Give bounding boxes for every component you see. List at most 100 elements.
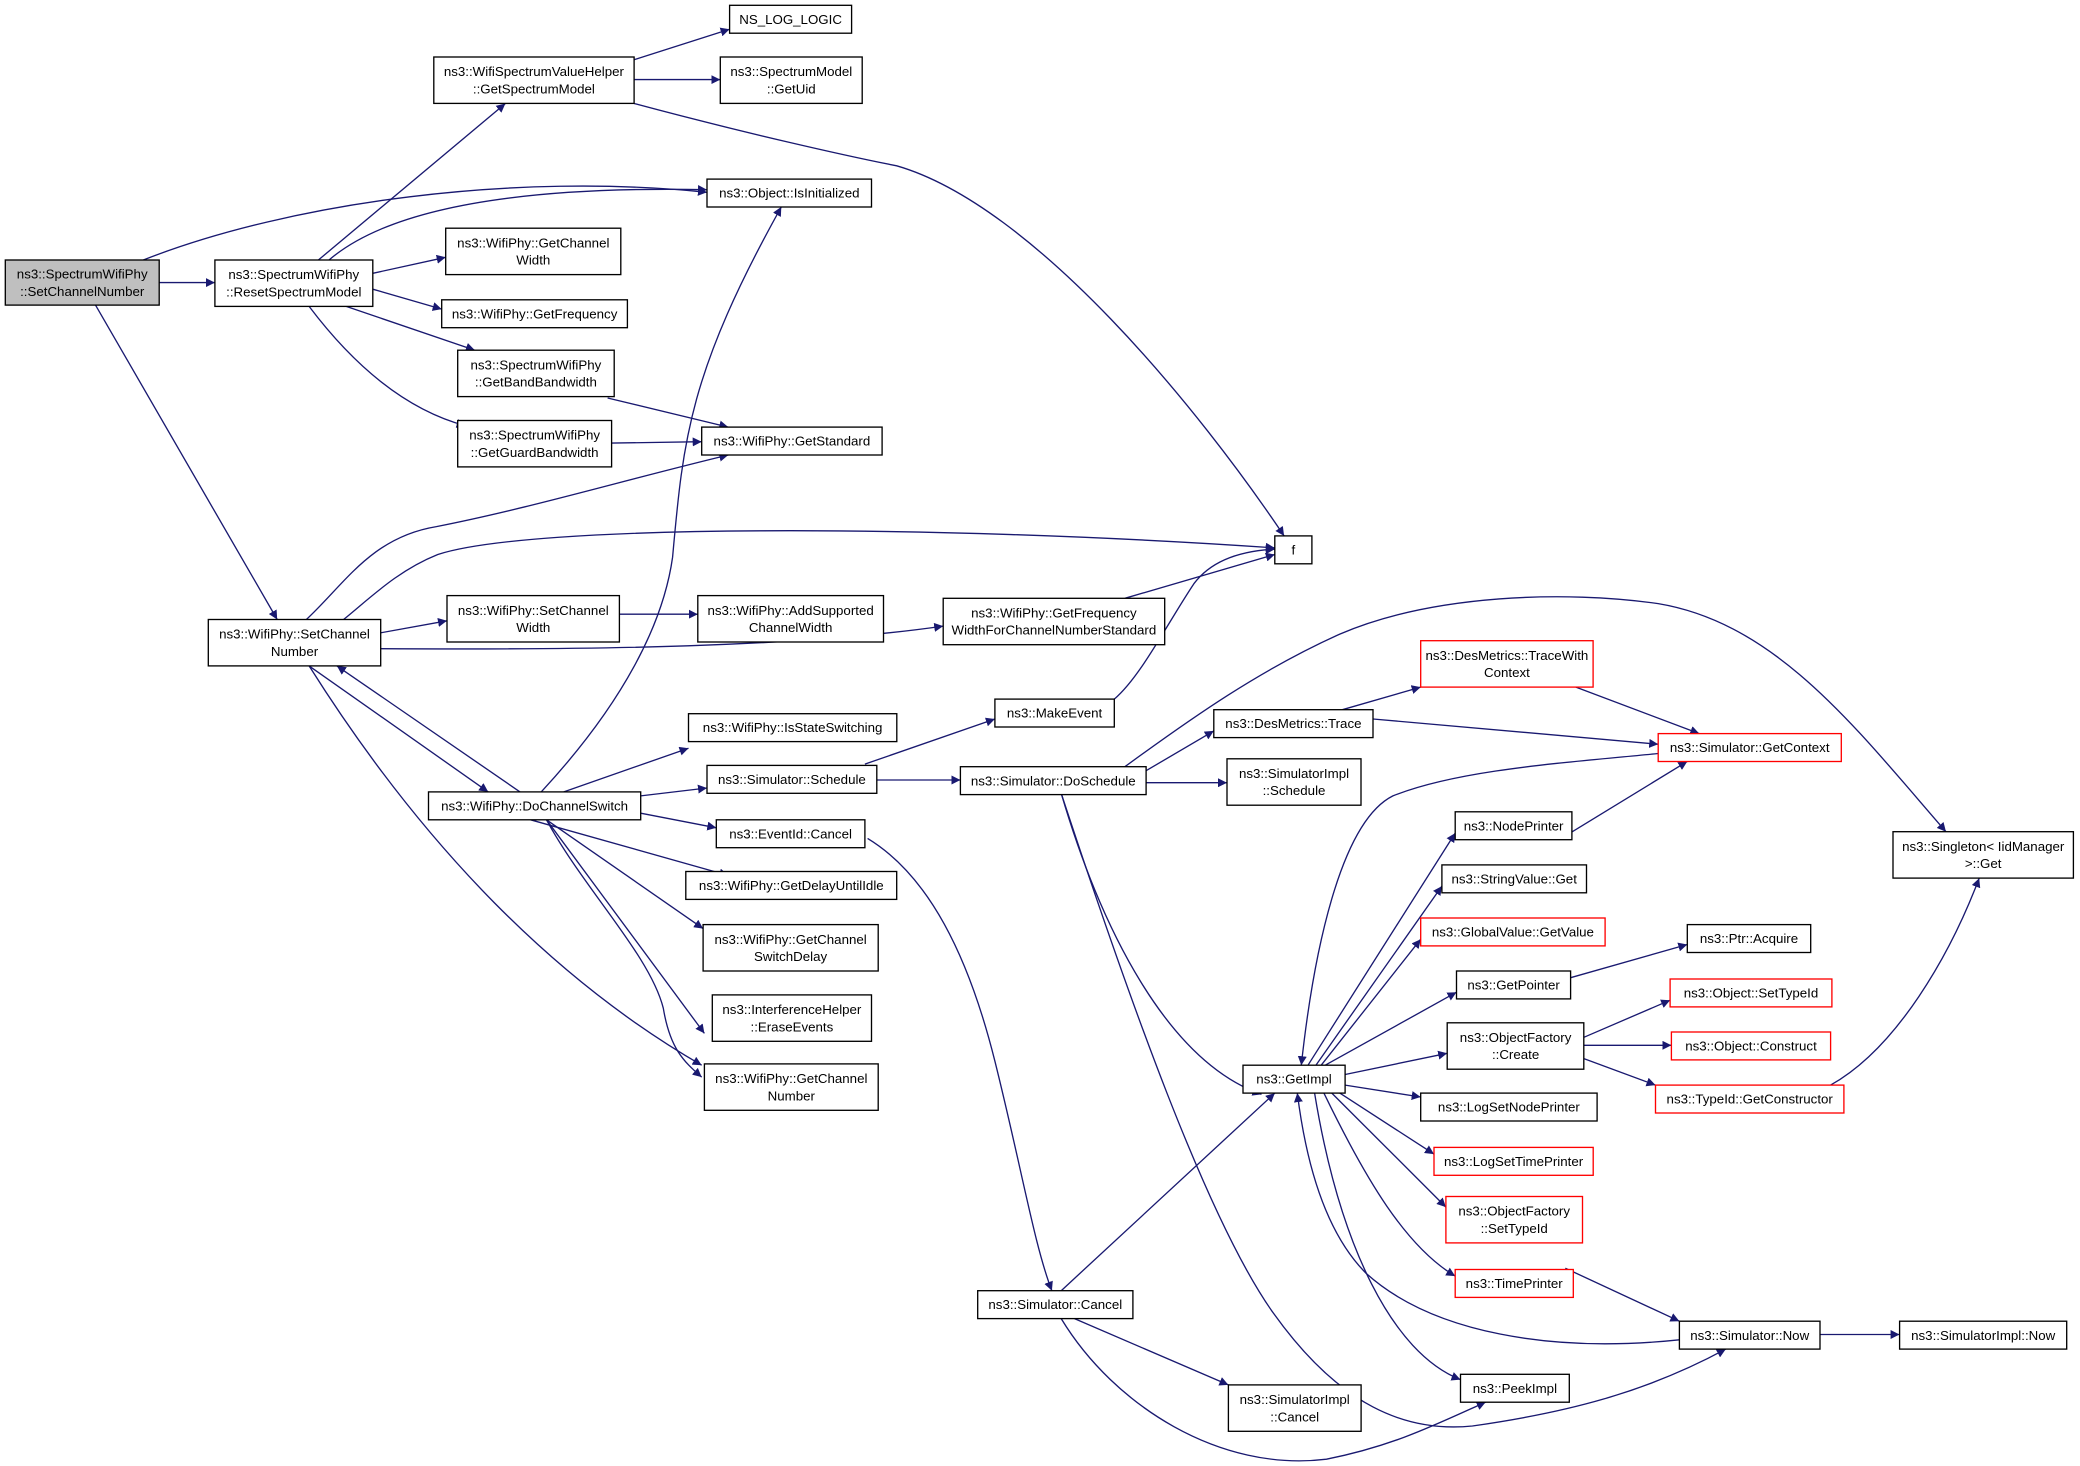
- node-box: [1274, 535, 1313, 565]
- call-edge: [1342, 685, 1421, 711]
- function-node[interactable]: ns3::MakeEvent: [994, 698, 1115, 728]
- node-label: ns3::SpectrumWifiPhy: [17, 267, 148, 282]
- call-edge: [633, 27, 730, 61]
- function-node[interactable]: ns3::SimulatorImpl::Cancel: [1227, 1384, 1362, 1432]
- function-node[interactable]: ns3::Simulator::Schedule: [706, 764, 878, 794]
- node-box: [1686, 923, 1812, 954]
- function-node[interactable]: ns3::SpectrumWifiPhy::SetChannelNumber: [4, 259, 160, 306]
- call-edge: [867, 837, 1053, 1291]
- function-node[interactable]: ns3::PeekImpl: [1459, 1373, 1570, 1403]
- node-label: WidthForChannelNumberStandard: [952, 623, 1157, 638]
- call-edge: [545, 819, 703, 1078]
- call-edge: [1297, 752, 1659, 1066]
- node-box: [1669, 978, 1833, 1008]
- call-edge: [328, 185, 708, 261]
- function-node[interactable]: ns3::LogSetNodePrinter: [1420, 1092, 1598, 1122]
- call-edge: [380, 617, 448, 634]
- function-node[interactable]: ns3::Simulator::GetContext: [1657, 732, 1842, 763]
- call-edge: [640, 812, 717, 831]
- function-node[interactable]: ns3::SpectrumWifiPhy::GetBandBandwidth: [457, 349, 615, 398]
- node-label: ns3::PeekImpl: [1473, 1381, 1557, 1396]
- function-node[interactable]: ns3::WifiPhy::GetStandard: [701, 426, 883, 456]
- function-node[interactable]: ns3::SimulatorImpl::Now: [1898, 1320, 2068, 1350]
- function-node[interactable]: ns3::WifiPhy::SetChannelNumber: [207, 618, 382, 667]
- function-node[interactable]: ns3::GlobalValue::GetValue: [1420, 917, 1606, 947]
- node-label: SwitchDelay: [754, 949, 828, 964]
- node-label: NS_LOG_LOGIC: [739, 12, 842, 27]
- function-node[interactable]: ns3::Simulator::Now: [1678, 1320, 1821, 1350]
- node-label: >::Get: [1965, 856, 2002, 871]
- function-node[interactable]: ns3::SpectrumModel::GetUid: [719, 56, 863, 105]
- node-label: ns3::Simulator::Now: [1690, 1328, 1809, 1343]
- node-box: [1454, 1268, 1574, 1299]
- call-edge: [1060, 793, 1727, 1428]
- function-node[interactable]: ns3::WifiPhy::GetFrequency: [441, 299, 629, 329]
- function-node[interactable]: ns3::WifiPhy::DoChannelSwitch: [427, 791, 642, 821]
- node-label: ns3::Object::SetTypeId: [1684, 986, 1819, 1001]
- call-edge: [1323, 1092, 1456, 1277]
- function-node[interactable]: ns3::Singleton< IidManager>::Get: [1892, 831, 2075, 879]
- function-node[interactable]: ns3::TypeId::GetConstructor: [1654, 1084, 1845, 1114]
- function-node[interactable]: ns3::GetPointer: [1455, 970, 1572, 1000]
- call-edge: [1060, 1092, 1276, 1292]
- node-label: ns3::SpectrumModel: [730, 64, 852, 79]
- call-edge: [1565, 1267, 1680, 1322]
- node-box: [959, 766, 1147, 796]
- node-label: ns3::NodePrinter: [1464, 818, 1564, 833]
- call-edge: [1145, 730, 1215, 772]
- function-node[interactable]: ns3::WifiPhy::GetDelayUntilIdle: [685, 870, 898, 901]
- call-edge: [143, 185, 708, 261]
- function-node[interactable]: ns3::ObjectFactory::SetTypeId: [1445, 1195, 1584, 1244]
- function-node[interactable]: ns3::WifiPhy::IsStateSwitching: [687, 713, 898, 743]
- call-edge: [1575, 686, 1700, 735]
- node-label: ns3::SpectrumWifiPhy: [471, 357, 602, 372]
- function-node[interactable]: ns3::WifiPhy::GetFrequencyWidthForChanne…: [942, 597, 1166, 646]
- function-node[interactable]: ns3::SimulatorImpl::Schedule: [1226, 758, 1362, 806]
- function-node[interactable]: ns3::InterferenceHelper::EraseEvents: [711, 994, 873, 1042]
- call-edge: [1583, 999, 1671, 1038]
- function-node[interactable]: ns3::EventId::Cancel: [715, 819, 866, 849]
- function-node[interactable]: ns3::Simulator::Cancel: [977, 1290, 1134, 1320]
- node-label: ns3::WifiPhy::IsStateSwitching: [703, 720, 883, 735]
- function-node[interactable]: ns3::Simulator::DoSchedule: [959, 766, 1147, 796]
- function-node[interactable]: NS_LOG_LOGIC: [728, 4, 853, 34]
- function-node[interactable]: ns3::Object::IsInitialized: [706, 178, 873, 208]
- node-label: ns3::WifiPhy::GetDelayUntilIdle: [699, 878, 884, 893]
- function-node[interactable]: ns3::SpectrumWifiPhy::GetGuardBandwidth: [457, 419, 613, 468]
- node-box: [1213, 709, 1374, 739]
- function-node[interactable]: ns3::NodePrinter: [1454, 811, 1573, 841]
- call-edge: [540, 206, 782, 793]
- call-edge: [864, 717, 996, 765]
- node-label: ns3::WifiSpectrumValueHelper: [444, 64, 625, 79]
- function-node[interactable]: f: [1274, 535, 1313, 565]
- call-edge: [1074, 1317, 1229, 1386]
- call-edge: [1560, 760, 1688, 839]
- function-node[interactable]: ns3::ObjectFactory::Create: [1446, 1022, 1585, 1070]
- function-node[interactable]: ns3::TimePrinter: [1454, 1268, 1574, 1299]
- function-node[interactable]: ns3::GetImpl: [1242, 1064, 1346, 1094]
- node-label: ns3::EventId::Cancel: [729, 826, 852, 841]
- node-box: [1420, 1092, 1598, 1122]
- function-node[interactable]: ns3::LogSetTimePrinter: [1433, 1146, 1594, 1176]
- function-node[interactable]: ns3::SpectrumWifiPhy::ResetSpectrumModel: [214, 259, 374, 308]
- function-node[interactable]: ns3::Object::Construct: [1670, 1031, 1832, 1061]
- node-box: [1454, 811, 1573, 841]
- function-node[interactable]: ns3::Object::SetTypeId: [1669, 978, 1833, 1008]
- function-node[interactable]: ns3::StringValue::Get: [1441, 864, 1588, 894]
- call-edge: [530, 819, 729, 878]
- call-edge: [372, 254, 446, 274]
- function-node[interactable]: ns3::WifiSpectrumValueHelper::GetSpectru…: [433, 56, 635, 105]
- function-node[interactable]: ns3::Ptr::Acquire: [1686, 923, 1812, 954]
- node-label: ::Schedule: [1263, 783, 1326, 798]
- function-node[interactable]: ns3::DesMetrics::Trace: [1213, 709, 1374, 739]
- node-box: [706, 764, 878, 794]
- node-label: ns3::Object::IsInitialized: [719, 186, 859, 201]
- node-label: ns3::ObjectFactory: [1460, 1030, 1572, 1045]
- node-label: ::GetBandBandwidth: [475, 375, 597, 390]
